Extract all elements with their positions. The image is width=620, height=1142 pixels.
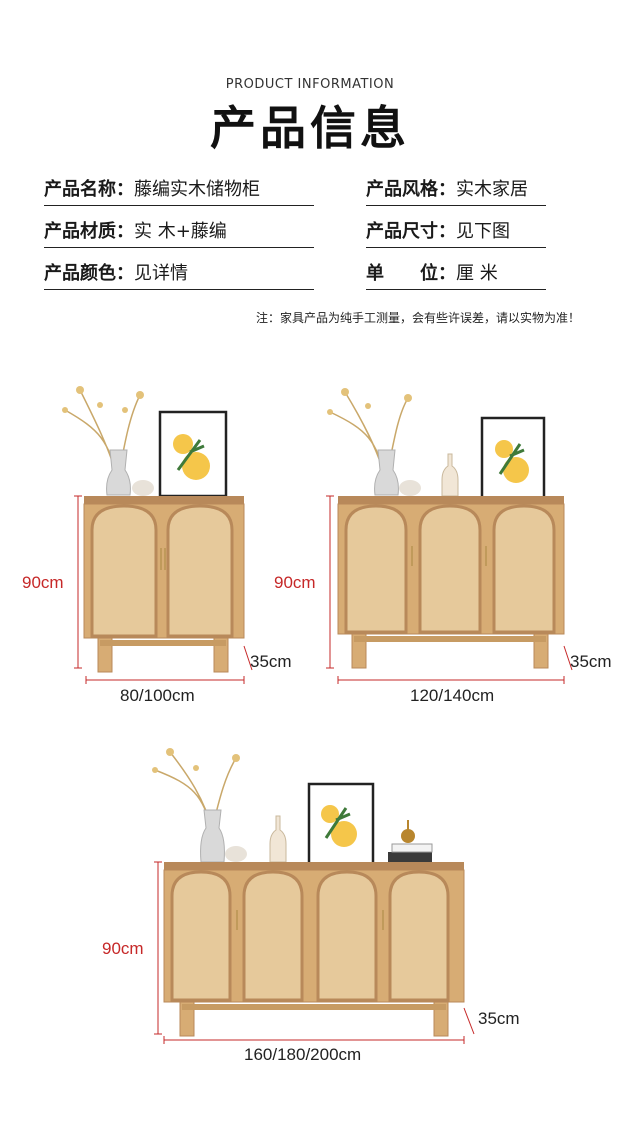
measurement-note: 注：家具产品为纯手工测量，会有些许误差，请以实物为准！ [255,311,580,325]
vase-plant-decor [62,386,154,496]
cabinet-doors [90,504,234,638]
cabinet-depth-label: 35cm [570,652,612,671]
cabinet-width-label: 120/140cm [410,686,494,705]
framed-art-decor [158,410,228,498]
spec-label: 产品颜色： [44,263,134,284]
spec-product-name: 产品名称：藤编实木储物柜 [44,176,314,206]
cabinet-legs [179,1001,449,1037]
cabinet-legs [351,633,549,669]
spec-label: 产品材质： [44,221,134,242]
cabinet-top [164,862,464,870]
cabinet-depth-label: 35cm [478,1009,520,1028]
width-dimension: 160/180/200cm [163,1036,465,1064]
spec-value: 实 木+藤编 [134,221,227,242]
spec-value: 见下图 [456,221,510,242]
depth-dimension: 35cm [563,645,612,671]
cabinet-legs [97,637,229,673]
spec-unit: 单 位：厘 米 [366,260,546,290]
spec-product-size: 产品尺寸：见下图 [366,218,546,248]
spec-product-material: 产品材质：实 木+藤编 [44,218,314,248]
depth-dimension: 35cm [243,645,292,671]
height-dimension: 90cm [274,495,334,669]
header-subtitle: PRODUCT INFORMATION [225,77,395,92]
vase-plant-decor [152,748,433,863]
spec-value: 厘 米 [456,263,498,284]
spec-label: 单 位： [366,263,456,284]
cabinet-top [84,496,244,504]
depth-dimension: 35cm [463,1007,520,1035]
vase-plant-decor [327,388,459,497]
spec-value: 见详情 [134,263,188,284]
cabinet-height-label: 90cm [274,573,316,592]
cabinet-3-door-diagram: 90cm 35cm 120/140cm [274,388,612,705]
width-dimension: 120/140cm [337,676,565,705]
spec-product-style: 产品风格：实木家居 [366,176,546,206]
framed-art-decor [480,416,546,500]
cabinet-height-label: 90cm [22,573,64,592]
cabinet-4-door-diagram: 90cm 35cm 160/180/200cm [102,748,520,1064]
spec-value: 实木家居 [456,179,528,200]
framed-art-decor [307,782,375,866]
width-dimension: 80/100cm [85,676,245,705]
spec-label: 产品风格： [366,179,456,200]
cabinet-2-door-diagram: 90cm 35cm 80/100cm [22,386,292,705]
cabinet-depth-label: 35cm [250,652,292,671]
height-dimension: 90cm [102,861,162,1035]
cabinet-top [338,496,564,504]
cabinet-doors [170,870,450,1002]
spec-product-color: 产品颜色：见详情 [44,260,314,290]
cabinet-width-label: 160/180/200cm [244,1045,361,1064]
page-title: 产品信息 [210,101,410,155]
spec-label: 产品名称： [44,179,134,200]
spec-value: 藤编实木储物柜 [134,179,260,200]
spec-label: 产品尺寸： [366,221,456,242]
height-dimension: 90cm [22,495,82,669]
cabinet-doors [344,504,556,634]
cabinet-width-label: 80/100cm [120,686,195,705]
cabinet-height-label: 90cm [102,939,144,958]
